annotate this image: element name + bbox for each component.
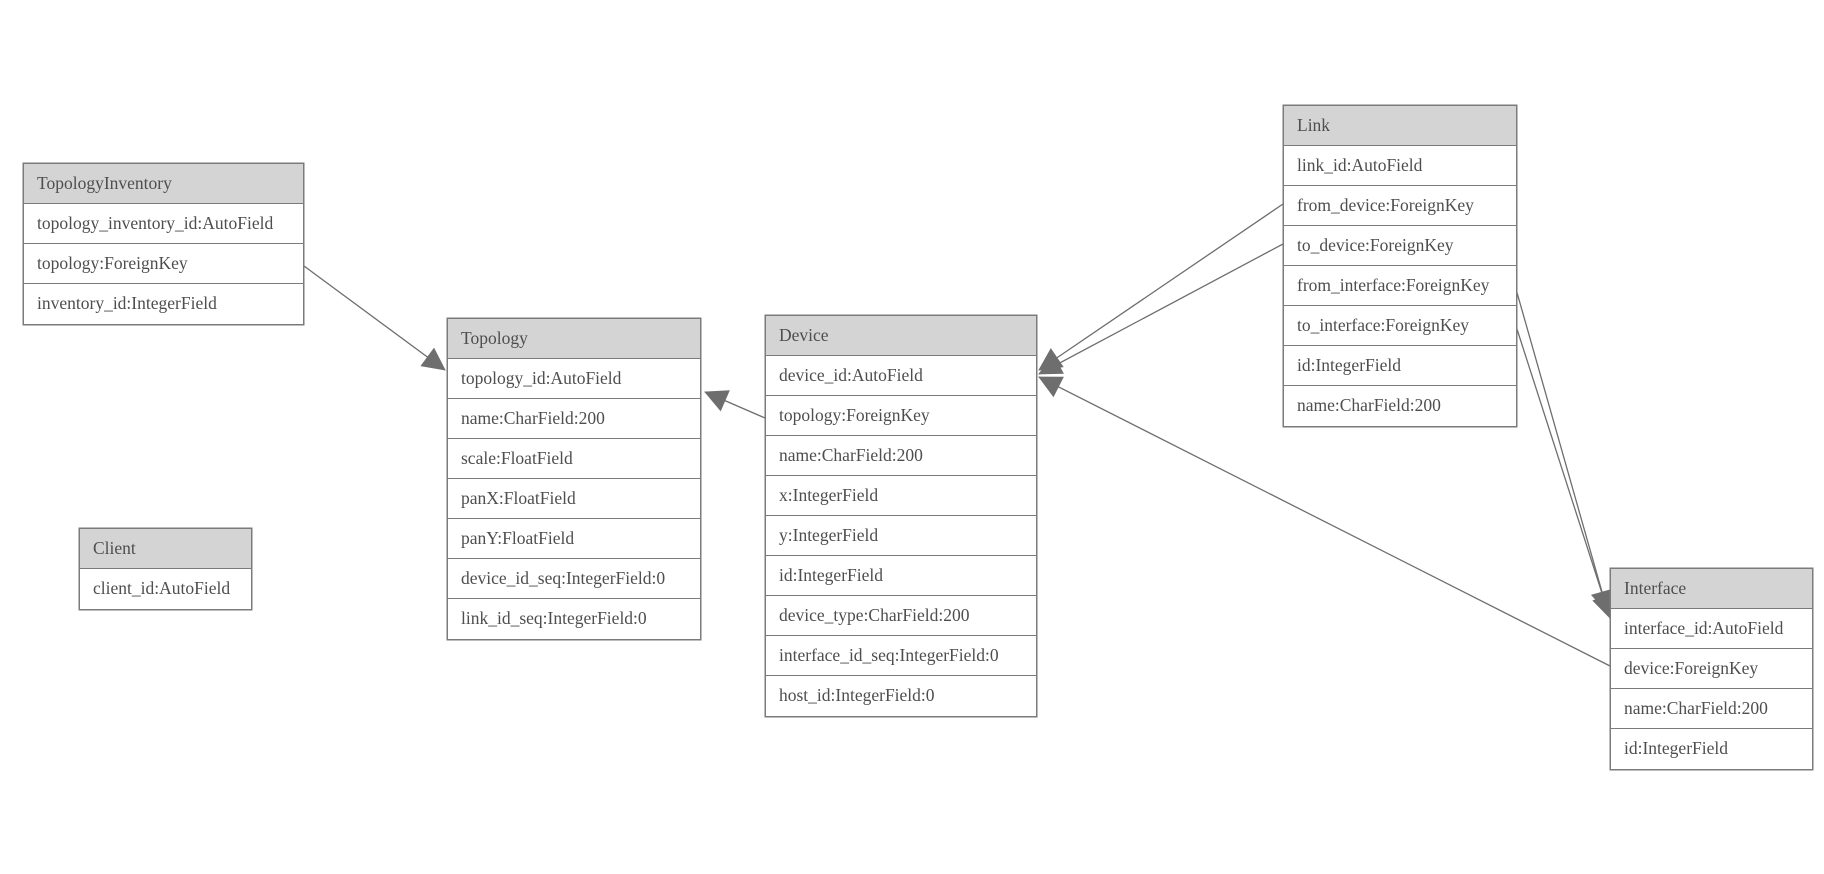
edge-link-from_interface (1515, 288, 1614, 614)
entity-field: name:CharField:200 (766, 436, 1036, 476)
entity-field: link_id:AutoField (1284, 146, 1516, 186)
entity-field: device_id_seq:IntegerField:0 (448, 559, 700, 599)
entity-field: id:IntegerField (1611, 729, 1812, 769)
entity-title-interface: Interface (1611, 569, 1812, 609)
entity-field: panX:FloatField (448, 479, 700, 519)
entity-title-topologyinventory: TopologyInventory (24, 164, 303, 204)
entity-field: from_device:ForeignKey (1284, 186, 1516, 226)
entity-field: device_type:CharField:200 (766, 596, 1036, 636)
entity-field: y:IntegerField (766, 516, 1036, 556)
edge-link-to_device (1038, 243, 1284, 375)
entity-title-link: Link (1284, 106, 1516, 146)
edge-link-to_interface (1515, 325, 1615, 619)
entity-field: to_device:ForeignKey (1284, 226, 1516, 266)
entity-field: id:IntegerField (1284, 346, 1516, 386)
entity-title-device: Device (766, 316, 1036, 356)
entity-field: client_id:AutoField (80, 569, 251, 609)
entity-field: topology:ForeignKey (24, 244, 303, 284)
entity-field: name:CharField:200 (448, 399, 700, 439)
entity-field: device_id:AutoField (766, 356, 1036, 396)
entity-field: interface_id_seq:IntegerField:0 (766, 636, 1036, 676)
entity-field: to_interface:ForeignKey (1284, 306, 1516, 346)
entity-field: host_id:IntegerField:0 (766, 676, 1036, 716)
entity-field: name:CharField:200 (1611, 689, 1812, 729)
edge-device-topology (704, 390, 766, 419)
entity-field: interface_id:AutoField (1611, 609, 1812, 649)
entity-field: id:IntegerField (766, 556, 1036, 596)
entity-field: panY:FloatField (448, 519, 700, 559)
entity-field: inventory_id:IntegerField (24, 284, 303, 324)
entity-field: scale:FloatField (448, 439, 700, 479)
entity-field: link_id_seq:IntegerField:0 (448, 599, 700, 639)
entity-field: topology_inventory_id:AutoField (24, 204, 303, 244)
entity-field: device:ForeignKey (1611, 649, 1812, 689)
entity-field: x:IntegerField (766, 476, 1036, 516)
entity-field: from_interface:ForeignKey (1284, 266, 1516, 306)
entity-field: topology_id:AutoField (448, 359, 700, 399)
edge-topologyinventory-topology (303, 265, 446, 371)
entity-field: name:CharField:200 (1284, 386, 1516, 426)
entity-title-topology: Topology (448, 319, 700, 359)
entity-title-client: Client (80, 529, 251, 569)
edge-interface-device (1038, 376, 1611, 667)
edge-link-from_device (1038, 203, 1284, 371)
entity-field: topology:ForeignKey (766, 396, 1036, 436)
